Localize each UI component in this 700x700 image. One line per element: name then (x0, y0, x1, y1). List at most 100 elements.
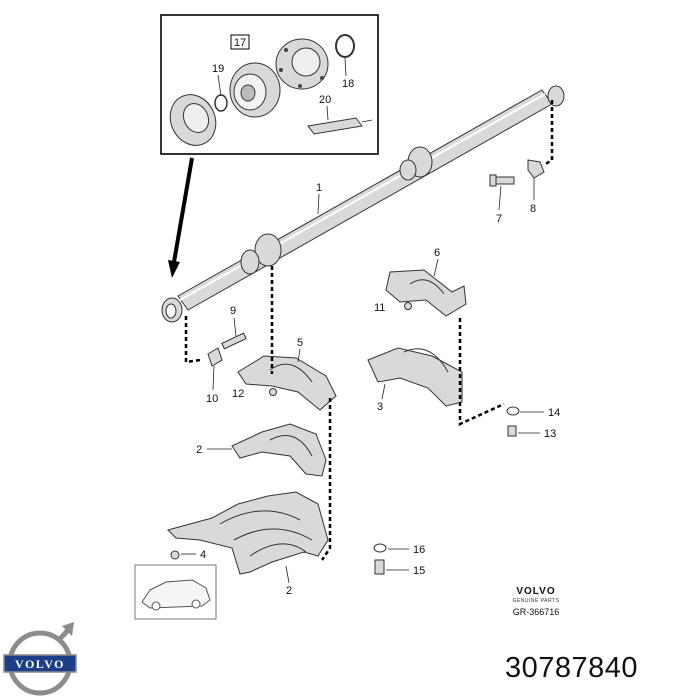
callout-18: 18 (342, 78, 354, 90)
logo-bar (3, 654, 77, 673)
heat-shield-2-lower-ridge-1 (219, 510, 301, 525)
leader-18 (344, 57, 347, 77)
leader-20 (326, 105, 329, 121)
bolt-15 (374, 559, 385, 575)
dash-bracket-shield (320, 398, 332, 561)
leader-1 (317, 193, 320, 215)
shaft-center-bearing (399, 159, 417, 181)
inset-bolt-flange-hub (291, 47, 321, 77)
brand-word: VOLVO (516, 586, 556, 597)
heat-shield-upper: 2 (196, 423, 327, 477)
callout-15: 15 (413, 565, 425, 577)
brand-subtitle: GENUINE PARTS (512, 598, 560, 604)
callout-19: 19 (212, 63, 224, 75)
heat-shield-lower: 2 4 (167, 491, 329, 597)
bracket-5 (237, 355, 337, 411)
shaft-front-joint (254, 233, 282, 267)
leader-19 (217, 74, 222, 97)
leader-9 (233, 317, 237, 337)
leader-2-lower (285, 565, 290, 584)
vehicle-wheel (151, 601, 161, 611)
callout-17-box (230, 34, 250, 50)
dash-center (458, 318, 505, 426)
bracket-5-arch (269, 363, 313, 383)
inset-ring (214, 94, 228, 112)
washer-16 (373, 543, 387, 553)
leader-7 (498, 185, 502, 211)
callout-17: 17 (234, 37, 246, 49)
callout-1: 1 (316, 182, 322, 194)
vehicle-thumbnail (134, 564, 217, 620)
heat-shield-2-upper-ridge (269, 435, 313, 457)
reference-code: GR-366716 (512, 607, 560, 617)
shaft-rear-end (547, 85, 565, 107)
leader-10 (212, 365, 215, 391)
inset-bolt-hole (279, 68, 283, 72)
heat-shield-2-lower (167, 491, 329, 575)
inset-bolt-hole (320, 76, 324, 80)
callout-13: 13 (544, 428, 556, 440)
bracket-6 (385, 269, 467, 317)
logo-text: VOLVO (15, 657, 65, 671)
inset-cv-core (240, 84, 256, 102)
callout-9: 9 (230, 305, 236, 317)
front-bracket: 5 12 (232, 266, 337, 561)
callout-7: 7 (496, 213, 502, 225)
callout-2-lower: 2 (286, 585, 292, 597)
bracket-6-arch (409, 279, 445, 295)
heat-shield-3 (367, 347, 463, 407)
dash-rear (543, 100, 554, 167)
screw-12 (269, 388, 277, 396)
inset-arrow-shaft (172, 157, 194, 263)
plate-10 (207, 347, 223, 367)
callout-4: 4 (200, 549, 206, 561)
inset-flange-center (182, 102, 210, 134)
propeller-shaft: 1 (161, 85, 565, 323)
callout-3: 3 (377, 401, 383, 413)
bolt-9 (221, 332, 247, 350)
volvo-logo: VOLVO (3, 622, 77, 696)
brand-block: VOLVO GENUINE PARTS GR-366716 (486, 586, 586, 617)
lower-fasteners: 16 15 (373, 543, 425, 577)
washer-14 (506, 406, 520, 416)
heat-shield-3-ridge (403, 348, 449, 373)
callout-10: 10 (206, 393, 218, 405)
screw-11 (404, 302, 412, 310)
callout-14: 14 (548, 407, 560, 419)
callout-5: 5 (297, 337, 303, 349)
callout-8: 8 (530, 203, 536, 215)
part-number: 30787840 (505, 652, 639, 684)
dash-front (184, 316, 201, 364)
inset-arrow-head (168, 260, 180, 278)
vehicle-wheel (191, 599, 201, 609)
callout-20: 20 (319, 94, 331, 106)
plate-8 (527, 159, 545, 179)
bolt-13 (507, 425, 517, 437)
inset-bolt-hole (298, 84, 302, 88)
heat-shield-2-lower-ridge-2 (233, 528, 313, 541)
shaft-front-end-bore (165, 303, 177, 319)
heat-shield-2-upper (231, 423, 327, 477)
front-fasteners: 9 10 (184, 305, 247, 405)
callout-6: 6 (434, 247, 440, 259)
center-support: 6 11 3 14 13 (367, 247, 560, 440)
inset-bolt-hole (284, 48, 288, 52)
rear-fasteners: 7 8 (489, 100, 554, 225)
callout-12: 12 (232, 388, 244, 400)
logo-arrow-head (62, 622, 74, 636)
clip-4 (170, 550, 180, 560)
callout-2-upper: 2 (196, 444, 202, 456)
heat-shield-2-lower-ridge-3 (249, 543, 307, 557)
callout-16: 16 (413, 544, 425, 556)
inset-arrow (168, 157, 194, 278)
leader-6 (433, 258, 439, 277)
inset-seal-ring (335, 34, 355, 58)
leader-3 (381, 383, 386, 400)
inset-grease-nozzle (361, 119, 373, 123)
shaft-front-bearing (240, 249, 260, 275)
inset-grease-tube (307, 117, 363, 135)
callout-11: 11 (374, 302, 385, 314)
leader-5 (297, 348, 301, 363)
